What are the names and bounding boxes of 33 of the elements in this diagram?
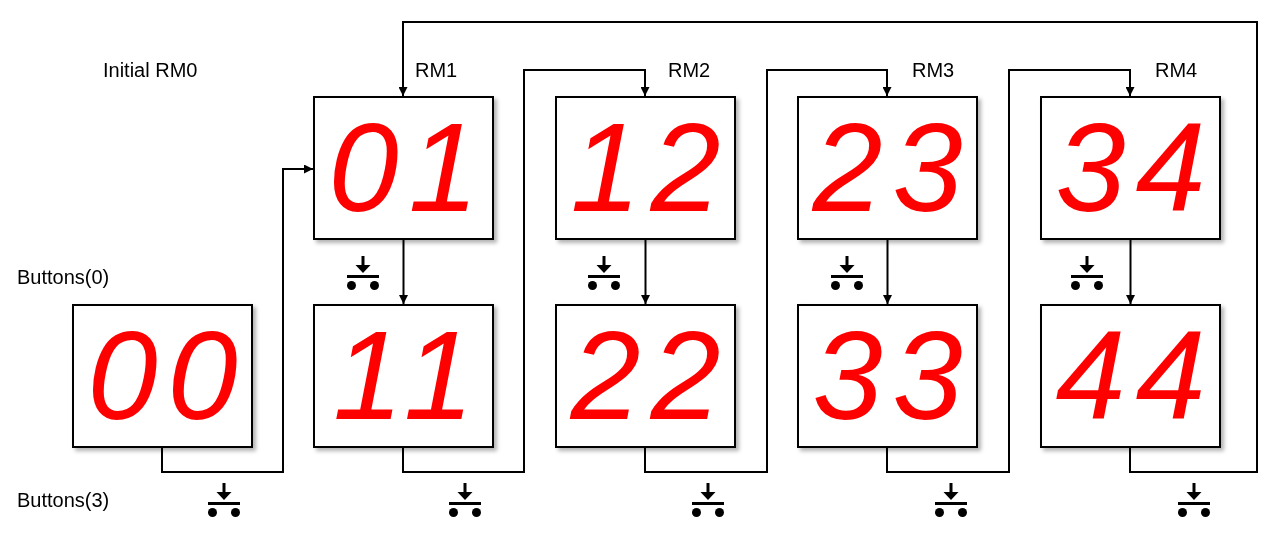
- arrow: [161, 164, 314, 473]
- display-panel: [313, 96, 494, 240]
- arrow: [883, 239, 892, 305]
- arrow: [644, 69, 892, 473]
- state-label: RM1: [415, 58, 458, 83]
- display-panel: [313, 304, 494, 448]
- arrow: [399, 239, 408, 305]
- display-digits: 22: [569, 313, 731, 439]
- state-label: RM3: [912, 58, 955, 83]
- display-panel: [1040, 96, 1221, 240]
- display-panel: [797, 304, 978, 448]
- state-label: Buttons(0): [17, 265, 110, 290]
- state-label: Initial RM0: [103, 58, 198, 83]
- display-digits: 01: [327, 105, 489, 231]
- display-panel: [555, 304, 736, 448]
- arrow: [886, 69, 1135, 473]
- display-digits: 12: [569, 105, 731, 231]
- state-label: Buttons(3): [17, 488, 110, 513]
- state-label: RM4: [1155, 58, 1198, 83]
- display-digits: 44: [1054, 313, 1216, 439]
- arrow: [1126, 239, 1135, 305]
- arrow: [398, 21, 1258, 473]
- display-panel: [797, 96, 978, 240]
- display-panel: [72, 304, 253, 448]
- display-digits: 33: [811, 313, 973, 439]
- display-digits: 00: [86, 313, 248, 439]
- display-digits: 34: [1054, 105, 1216, 231]
- display-panel: [555, 96, 736, 240]
- state-label: RM2: [668, 58, 711, 83]
- display-digits: 11: [332, 313, 484, 439]
- arrow: [641, 239, 650, 305]
- display-digits: 23: [811, 105, 973, 231]
- display-panel: [1040, 304, 1221, 448]
